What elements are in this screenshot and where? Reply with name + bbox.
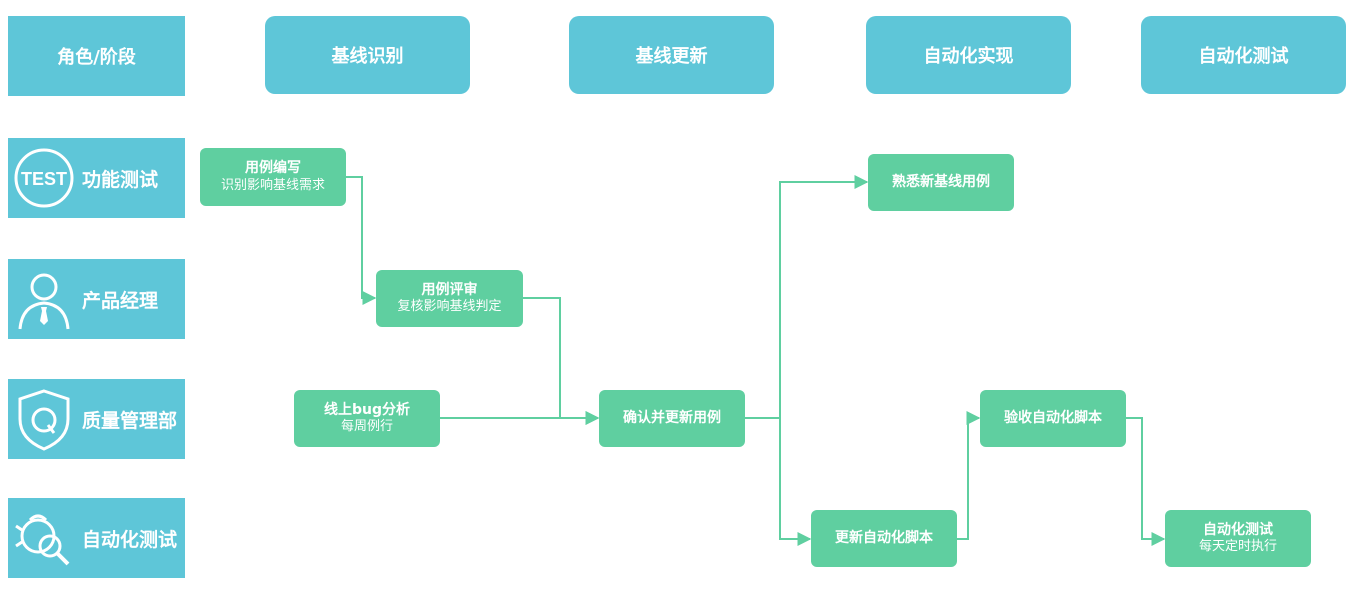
role-label: 产品经理 xyxy=(82,289,159,312)
role-functional-test: TEST 功能测试 xyxy=(8,138,185,218)
node-auto-test: 自动化测试 每天定时执行 xyxy=(1165,510,1311,567)
header-stage-baseline-identify: 基线识别 xyxy=(265,16,470,94)
node-subtitle: 每周例行 xyxy=(340,419,393,435)
role-label: 自动化测试 xyxy=(82,528,178,551)
edge-writing-to-review xyxy=(346,176,377,305)
edge-accept-to-autotest xyxy=(1126,417,1166,546)
edge-confirm-to-familiar xyxy=(779,175,869,418)
header-stage-label: 基线更新 xyxy=(635,46,708,67)
header-stage-automation-test: 自动化测试 xyxy=(1141,16,1346,94)
bug-search-icon xyxy=(15,514,70,566)
node-familiar-baseline: 熟悉新基线用例 xyxy=(868,154,1014,211)
node-confirm-update-cases: 确认并更新用例 xyxy=(599,390,745,447)
node-subtitle: 每天定时执行 xyxy=(1198,539,1277,555)
header-stage-label: 自动化测试 xyxy=(1198,46,1289,67)
node-case-writing: 用例编写 识别影响基线需求 xyxy=(200,148,346,206)
role-label: 质量管理部 xyxy=(82,409,178,432)
node-subtitle: 复核影响基线判定 xyxy=(397,299,502,315)
node-online-bug-analysis: 线上bug分析 每周例行 xyxy=(294,390,440,447)
header-stage-baseline-update: 基线更新 xyxy=(569,16,774,94)
role-quality-dept: 质量管理部 xyxy=(8,379,185,459)
node-title: 验收自动化脚本 xyxy=(1004,409,1102,426)
test-badge-text: TEST xyxy=(21,169,67,189)
node-title: 线上bug分析 xyxy=(323,401,410,418)
header-stage-label: 自动化实现 xyxy=(923,46,1014,67)
edge-update-to-accept xyxy=(957,411,981,540)
role-automation-test: 自动化测试 xyxy=(8,498,185,578)
node-title: 用例编写 xyxy=(245,160,301,177)
edge-review-to-confirm xyxy=(523,297,600,425)
header-stage-automation-impl: 自动化实现 xyxy=(866,16,1071,94)
person-icon xyxy=(18,273,70,330)
node-title: 用例评审 xyxy=(421,281,478,298)
header-role-stage-label: 角色/阶段 xyxy=(57,47,136,68)
role-product-manager: 产品经理 xyxy=(8,259,185,339)
node-update-script: 更新自动化脚本 xyxy=(811,510,957,567)
node-accept-script: 验收自动化脚本 xyxy=(980,390,1126,447)
node-title: 更新自动化脚本 xyxy=(835,529,933,546)
edge-confirm-to-update-script xyxy=(779,418,812,546)
test-badge-icon: TEST xyxy=(14,148,74,208)
node-title: 熟悉新基线用例 xyxy=(892,173,990,190)
header-stage-label: 基线识别 xyxy=(331,46,404,67)
shield-q-icon xyxy=(18,389,70,451)
node-title: 自动化测试 xyxy=(1203,521,1273,538)
header-role-stage: 角色/阶段 xyxy=(8,16,185,96)
role-label: 功能测试 xyxy=(82,168,159,191)
node-case-review: 用例评审 复核影响基线判定 xyxy=(376,270,523,327)
node-subtitle: 识别影响基线需求 xyxy=(220,177,325,193)
node-title: 确认并更新用例 xyxy=(623,409,721,426)
